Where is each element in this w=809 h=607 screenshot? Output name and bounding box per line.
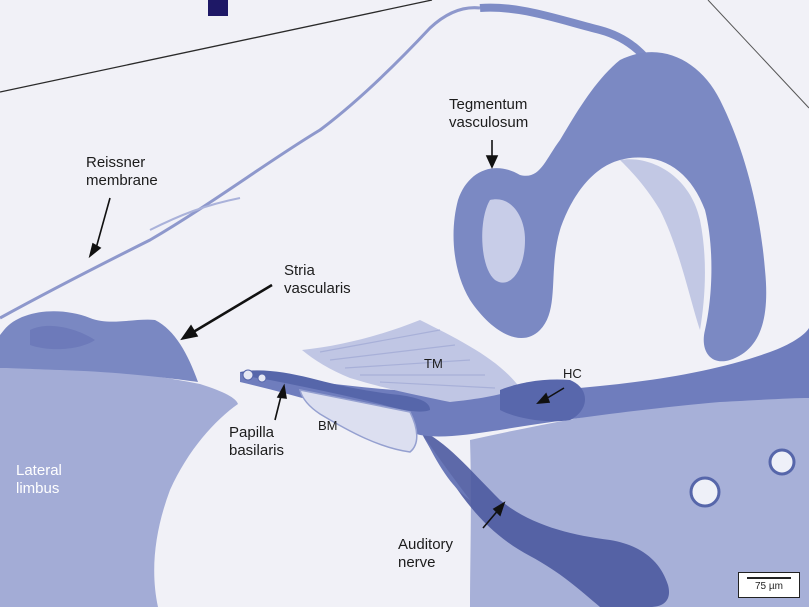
label-reissner-membrane: Reissner membrane	[86, 154, 158, 190]
label-stria-vascularis: Stria vascularis	[284, 262, 351, 298]
label-papilla-basilaris: Papilla basilaris	[229, 424, 284, 460]
label-auditory-line1: Auditory	[398, 536, 454, 553]
label-stria-line1: Stria	[284, 262, 315, 279]
label-papilla-line1: Papilla	[229, 424, 275, 441]
label-auditory-nerve: Auditory nerve	[398, 536, 453, 572]
label-papilla-line2: basilaris	[229, 442, 285, 459]
label-tegmentum-vasculosum: Tegmentum vasculosum	[449, 96, 528, 132]
label-lateral-line2: limbus	[16, 480, 60, 497]
label-auditory-line2: nerve	[398, 554, 436, 571]
scale-bar-label: 75 µm	[755, 581, 783, 592]
label-lateral-limbus: Lateral limbus	[16, 462, 62, 498]
label-tectorial-membrane: TM	[424, 356, 443, 371]
scale-bar: 75 µm	[738, 572, 800, 598]
label-tegmentum-line2: vasculosum	[449, 114, 529, 131]
label-hair-cells: HC	[563, 366, 582, 381]
label-stria-line2: vascularis	[284, 280, 351, 297]
scale-bar-line	[747, 577, 791, 579]
label-tegmentum-line1: Tegmentum	[449, 96, 528, 113]
label-reissner-line1: Reissner	[86, 154, 146, 171]
label-basilar-membrane: BM	[318, 418, 338, 433]
label-lateral-line1: Lateral	[16, 462, 62, 479]
label-reissner-line2: membrane	[86, 172, 158, 189]
